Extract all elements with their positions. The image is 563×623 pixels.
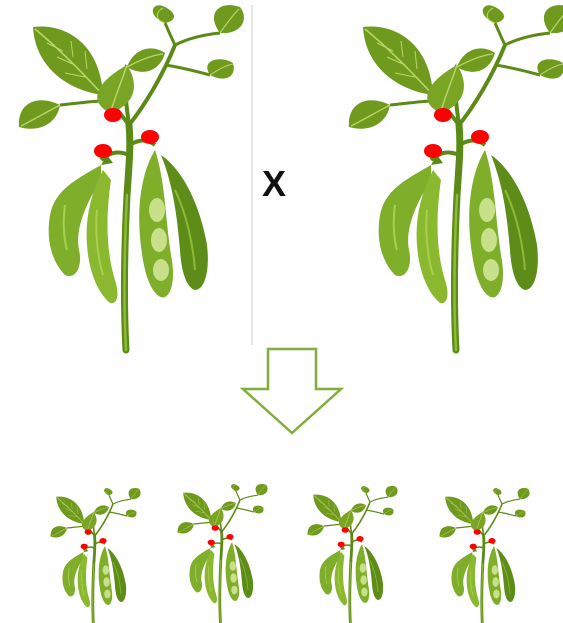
parent-plant-left bbox=[19, 5, 244, 350]
offspring-plant-2 bbox=[178, 484, 268, 622]
offspring-plant-4 bbox=[440, 488, 530, 623]
offspring-plant-3 bbox=[308, 486, 398, 623]
parent-plant-right bbox=[349, 5, 563, 350]
cross-symbol: X bbox=[262, 166, 286, 202]
offspring-plant-1 bbox=[51, 488, 141, 623]
down-arrow-icon bbox=[243, 349, 341, 433]
